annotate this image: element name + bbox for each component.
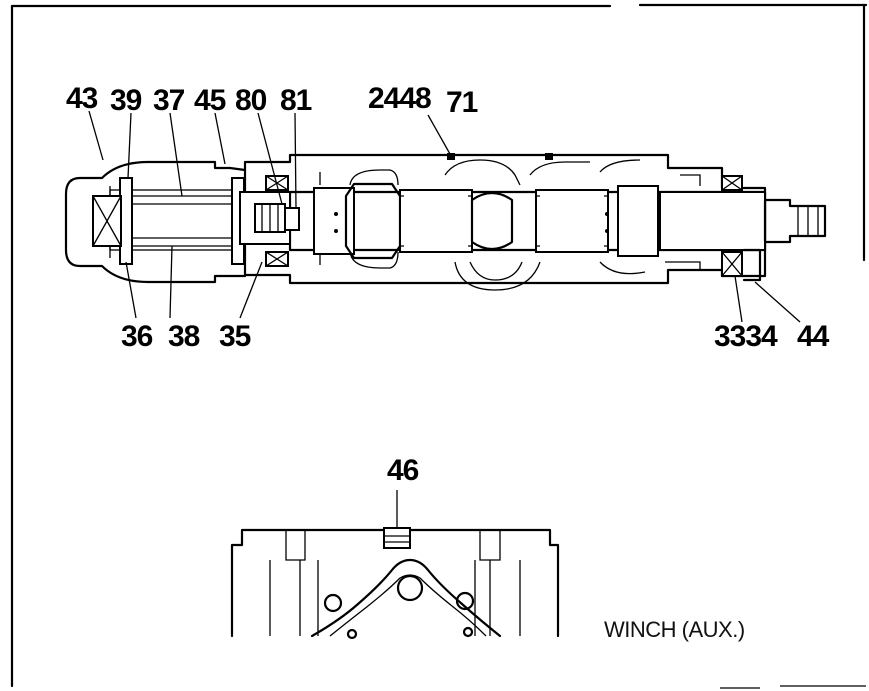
port-plug [447, 153, 455, 160]
stopper-bolt [239, 191, 300, 245]
callout-37: 37 [153, 84, 185, 117]
plug-46 [383, 527, 411, 549]
callout-81: 81 [280, 84, 312, 117]
drawing-frame [10, 3, 868, 689]
callout-45: 45 [194, 84, 226, 117]
callout-38: 38 [168, 320, 200, 353]
callout-3334: 3334 [714, 320, 778, 353]
centering-spring [125, 195, 240, 247]
callout-36: 36 [121, 320, 153, 353]
spool-assembly [64, 110, 827, 323]
callout-43: 43 [66, 82, 98, 115]
valve-body-outline [243, 153, 767, 285]
leader-lines [88, 110, 801, 323]
view-caption: WINCH (AUX.) [604, 617, 745, 642]
callout-71: 71 [446, 86, 478, 119]
winch-section-view [230, 490, 560, 640]
callout-35: 35 [219, 320, 251, 353]
callout-46: 46 [387, 454, 419, 487]
callout-39: 39 [110, 84, 142, 117]
callout-2448: 2448 [368, 82, 432, 115]
spool-end-shaft [763, 198, 827, 244]
callout-44: 44 [797, 320, 829, 353]
right-seal [721, 175, 762, 282]
callout-80: 80 [235, 84, 267, 117]
spring-cap [64, 160, 247, 284]
